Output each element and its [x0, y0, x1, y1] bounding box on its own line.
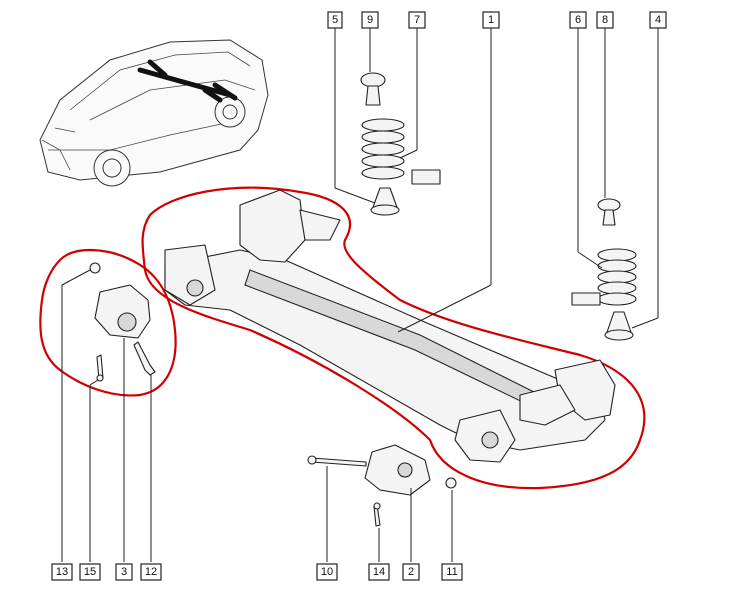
- highlight-outline-axle: [141, 186, 646, 490]
- label-tag-left: [411, 169, 441, 185]
- callout-3: 3: [115, 563, 133, 581]
- svg-text:6: 6: [575, 14, 581, 26]
- rear-axle-beam: [164, 189, 616, 463]
- highlight-outline-bracket: [39, 249, 177, 397]
- svg-text:13: 13: [56, 566, 68, 578]
- label-tag-right: [571, 292, 601, 306]
- callout-6: 6: [569, 11, 587, 29]
- bracket-3: [94, 284, 151, 339]
- callout-7: 7: [408, 11, 426, 29]
- callout-15: 15: [79, 563, 101, 581]
- callout-8: 8: [596, 11, 614, 29]
- svg-text:8: 8: [602, 14, 608, 26]
- callout-9: 9: [361, 11, 379, 29]
- right-spring-stack: [571, 198, 637, 341]
- car-illustration: [39, 39, 269, 187]
- bolt-12: [133, 341, 156, 376]
- callout-10: 10: [316, 563, 338, 581]
- left-spring-stack: [360, 72, 441, 216]
- svg-text:11: 11: [446, 566, 457, 578]
- svg-text:5: 5: [332, 14, 338, 26]
- callout-1: 1: [482, 11, 500, 29]
- callout-5: 5: [327, 11, 343, 29]
- center-bracket-assembly: [307, 444, 457, 527]
- svg-text:1: 1: [488, 14, 494, 26]
- callout-13: 13: [51, 563, 73, 581]
- leader-lines: [61, 28, 659, 562]
- callout-4: 4: [649, 11, 667, 29]
- callout-11: 11: [441, 563, 463, 581]
- svg-text:10: 10: [321, 566, 333, 578]
- bolt-10: [311, 457, 367, 467]
- svg-text:15: 15: [84, 566, 96, 578]
- bump-stop-8: [597, 198, 621, 212]
- left-bracket-assembly: [89, 262, 156, 382]
- callout-2: 2: [402, 563, 420, 581]
- coil-spring-6: [597, 248, 637, 306]
- svg-text:3: 3: [121, 566, 127, 578]
- svg-text:12: 12: [145, 566, 157, 578]
- svg-text:4: 4: [655, 14, 661, 26]
- svg-text:7: 7: [414, 14, 420, 26]
- svg-text:14: 14: [373, 566, 385, 578]
- nut-11: [445, 477, 457, 489]
- callout-12: 12: [140, 563, 162, 581]
- coil-spring-7: [361, 118, 405, 180]
- nut-13: [89, 262, 101, 274]
- bump-stop-9: [360, 72, 386, 88]
- callout-14: 14: [368, 563, 390, 581]
- svg-text:9: 9: [367, 14, 373, 26]
- svg-text:2: 2: [408, 566, 414, 578]
